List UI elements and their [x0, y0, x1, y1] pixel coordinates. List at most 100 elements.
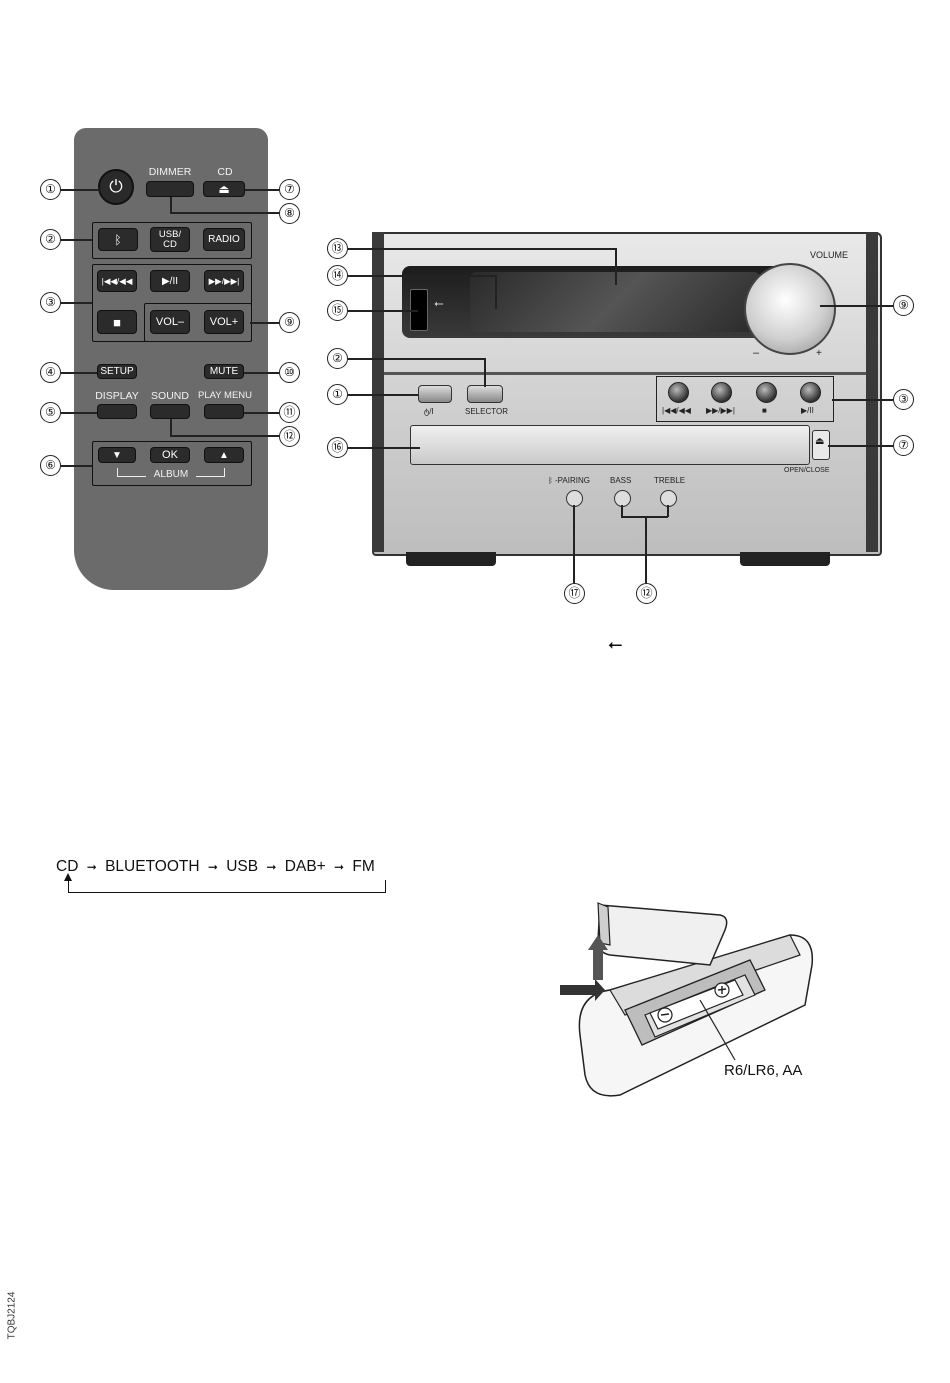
- remote-usb-cd-button[interactable]: USB/ CD: [150, 227, 190, 252]
- remote-next-button[interactable]: ▶▶/▶▶|: [204, 270, 244, 292]
- callout-unit-16: ⑯: [327, 437, 348, 458]
- callout-unit-12: ⑫: [636, 583, 657, 604]
- remote-radio-button[interactable]: RADIO: [203, 228, 245, 251]
- flow-item-dab: DAB+: [285, 858, 326, 875]
- unit-stop-label: ■: [762, 406, 767, 415]
- pairing-button[interactable]: [566, 490, 583, 507]
- unit-foot-left: [406, 552, 496, 566]
- remote-bluetooth-button[interactable]: ᛒ: [98, 228, 138, 251]
- callout-unit-3: ③: [893, 389, 914, 410]
- callout-remote-11: ⑪: [279, 402, 300, 423]
- volume-minus-label: –: [753, 347, 759, 359]
- callout-unit-9: ⑨: [893, 295, 914, 316]
- callout-remote-8: ⑧: [279, 203, 300, 224]
- usb-mark-icon: ⭠: [608, 634, 622, 655]
- flow-arrow-icon: ➞: [208, 860, 218, 874]
- leader-line: [170, 197, 172, 213]
- leader-line: [348, 447, 420, 449]
- remote-album-label: ALBUM: [146, 469, 196, 480]
- remote-up-button[interactable]: ▲: [204, 447, 244, 463]
- callout-remote-2: ②: [40, 229, 61, 250]
- callout-remote-6: ⑥: [40, 455, 61, 476]
- leader-line: [828, 445, 893, 447]
- remote-sound-button[interactable]: [150, 404, 190, 419]
- unit-next-button[interactable]: [711, 382, 732, 403]
- flow-item-fm: FM: [352, 858, 374, 875]
- unit-prev-button[interactable]: [668, 382, 689, 403]
- pairing-label: ᛒ -PAIRING: [548, 476, 590, 485]
- leader-line: [61, 302, 92, 304]
- source-selector-flow: CD ➞ BLUETOOTH ➞ USB ➞ DAB+ ➞ FM: [56, 858, 375, 876]
- unit-selector-label: SELECTOR: [465, 407, 508, 416]
- leader-line: [244, 412, 279, 414]
- callout-unit-13: ⑬: [327, 238, 348, 259]
- remote-play-menu-label: PLAY MENU: [194, 390, 256, 401]
- leader-line: [348, 394, 418, 396]
- leader-line: [170, 212, 279, 214]
- leader-line: [61, 239, 92, 241]
- leader-line: [61, 189, 101, 191]
- leader-line: [250, 322, 279, 324]
- unit-play-label: ▶/II: [801, 406, 814, 415]
- remote-stop-button[interactable]: ■: [97, 310, 137, 334]
- remote-prev-button[interactable]: |◀◀/◀◀: [97, 270, 137, 292]
- flow-arrow-icon: ➞: [334, 860, 344, 874]
- flow-item-bluetooth: BLUETOOTH: [105, 858, 199, 875]
- leader-line: [348, 358, 485, 360]
- remote-vol-minus-button[interactable]: VOL–: [150, 310, 190, 334]
- remote-vol-plus-button[interactable]: VOL+: [204, 310, 244, 334]
- remote-setup-button[interactable]: SETUP: [97, 364, 137, 379]
- leader-line: [348, 248, 616, 250]
- callout-remote-9: ⑨: [279, 312, 300, 333]
- leader-line: [573, 505, 575, 583]
- remote-cd-eject-button[interactable]: ⏏: [203, 181, 245, 197]
- bass-button[interactable]: [614, 490, 631, 507]
- leader-line: [348, 275, 496, 277]
- callout-remote-5: ⑤: [40, 402, 61, 423]
- leader-line: [645, 516, 647, 583]
- callout-unit-2: ②: [327, 348, 348, 369]
- leader-line: [820, 305, 893, 307]
- disc-tray[interactable]: [410, 425, 810, 465]
- treble-button[interactable]: [660, 490, 677, 507]
- leader-line: [495, 275, 497, 309]
- unit-selector-button[interactable]: [467, 385, 503, 403]
- flow-arrow-icon: ➞: [87, 860, 97, 874]
- unit-stop-button[interactable]: [756, 382, 777, 403]
- callout-unit-7: ⑦: [893, 435, 914, 456]
- unit-prev-label: |◀◀/◀◀: [662, 406, 691, 415]
- leader-line: [348, 310, 418, 312]
- remote-down-button[interactable]: ▼: [98, 447, 136, 463]
- unit-right-side: [866, 232, 878, 552]
- unit-power-button[interactable]: [418, 385, 452, 403]
- unit-power-label: ტ/I: [424, 407, 434, 416]
- document-code: TQBJ2124: [7, 1286, 18, 1346]
- remote-display-button[interactable]: [97, 404, 137, 419]
- remote-ok-button[interactable]: OK: [150, 447, 190, 463]
- remote-cd-label: CD: [203, 166, 247, 178]
- callout-remote-12: ⑫: [279, 426, 300, 447]
- leader-line: [832, 399, 893, 401]
- flow-arrow-icon: ➞: [266, 860, 276, 874]
- volume-plus-label: +: [816, 348, 822, 359]
- unit-play-pause-button[interactable]: [800, 382, 821, 403]
- remote-dimmer-label: DIMMER: [142, 166, 198, 178]
- leader-line: [61, 372, 97, 374]
- callout-remote-7: ⑦: [279, 179, 300, 200]
- remote-mute-button[interactable]: MUTE: [204, 364, 244, 379]
- flow-item-usb: USB: [226, 858, 258, 875]
- leader-line: [61, 412, 97, 414]
- unit-strip: [384, 372, 866, 375]
- remote-play-menu-button[interactable]: [204, 404, 244, 419]
- volume-knob[interactable]: [744, 263, 836, 355]
- remote-dimmer-button[interactable]: [146, 181, 194, 197]
- remote-play-pause-button[interactable]: ▶/II: [150, 270, 190, 292]
- callout-unit-17: ⑰: [564, 583, 585, 604]
- unit-next-label: ▶▶/▶▶|: [706, 406, 735, 415]
- usb-port-icon: ⭠: [434, 296, 444, 311]
- callout-unit-14: ⑭: [327, 265, 348, 286]
- remote-power-button[interactable]: ⏻: [98, 169, 134, 205]
- unit-foot-right: [740, 552, 830, 566]
- remote-display-label: DISPLAY: [90, 390, 144, 402]
- open-close-eject-icon: ⏏: [815, 436, 824, 447]
